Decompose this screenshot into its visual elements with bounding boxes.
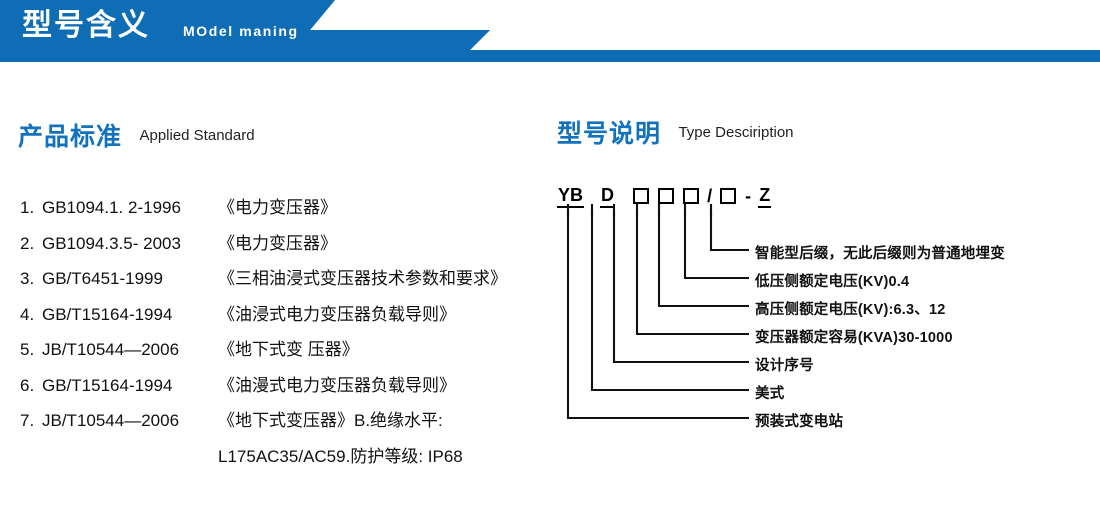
standard-title: 《电力变压器》	[218, 233, 337, 253]
callout-leader-lines	[566, 203, 750, 420]
leader-line-1	[709, 210, 750, 252]
banner-notch-b	[310, 30, 490, 50]
standard-code: GB1094.3.5- 2003	[42, 233, 181, 253]
standard-item: 4. GB/T15164-1994 《油浸式电力变压器负载导则》	[20, 297, 550, 333]
banner-underbar	[0, 50, 1100, 62]
standard-item: 5. JB/T10544—2006 《地下式变 压器》	[20, 332, 550, 368]
standard-index: 4.	[20, 304, 35, 324]
callout-label: 智能型后缀，无此后缀则为普通地埋变	[755, 246, 1005, 262]
callout-label: 美式	[755, 386, 785, 402]
section-heading-type-description: 型号说明 Type Desciription	[557, 114, 794, 150]
banner-notch-a	[310, 0, 335, 30]
callout-label: 设计序号	[755, 358, 814, 374]
standard-title: 《油浸式电力变压器负载导则》	[218, 304, 456, 324]
standard-code: GB/T15164-1994	[42, 304, 173, 324]
standard-index: 2.	[20, 233, 35, 253]
callout-label: 变压器额定容易(KVA)30-1000	[755, 330, 953, 346]
banner-shape	[0, 0, 1100, 62]
banner-left-block	[0, 0, 310, 50]
standard-item: 7. JB/T10544—2006 《地下式变压器》B.绝缘水平:	[20, 403, 550, 439]
standard-code: GB/T6451-1999	[42, 269, 163, 288]
type-designation-diagram: YB D / - Z	[545, 185, 1090, 435]
leader-line-4	[635, 210, 750, 336]
section-heading-en: Applied Standard	[139, 126, 255, 144]
callout-label: 高压侧额定电压(KV):6.3、12	[755, 302, 946, 318]
model-code-box-1	[633, 187, 650, 204]
standard-index: 5.	[20, 340, 35, 359]
standard-code: JB/T10544—2006	[42, 411, 180, 430]
model-code-slash: /	[707, 186, 713, 206]
callout-label: 预装式变电站	[755, 414, 844, 430]
model-code-suffix: Z	[758, 185, 772, 208]
model-code-dash: -	[745, 186, 752, 206]
standard-title: 《三相油浸式变压器技术参数和要求》	[218, 269, 507, 288]
leader-line-2	[683, 210, 750, 280]
section-heading-applied-standard: 产品标准 Applied Standard	[18, 117, 255, 153]
leader-line-5	[612, 210, 750, 364]
model-code-box-4	[720, 187, 737, 204]
standard-index: 7.	[20, 411, 35, 430]
model-code-part1: YB	[557, 185, 585, 208]
standard-code: JB/T10544—2006	[42, 340, 180, 359]
section-heading-cn: 型号说明	[557, 120, 662, 148]
applied-standards-list: 1. GB1094.1. 2-1996 《电力变压器》 2. GB1094.3.5- 2…	[20, 190, 550, 474]
standard-index: 6.	[20, 375, 35, 395]
standard-continuation: L175AC35/AC59.防护等级: IP68	[218, 446, 463, 466]
leader-line-3	[657, 210, 750, 308]
standard-item: 6. GB/T15164-1994 《油漫式电力变压器负载导则》	[20, 368, 550, 404]
model-code-part2: D	[600, 185, 616, 208]
standard-item: 3. GB/T6451-1999 《三相油浸式变压器技术参数和要求》	[20, 261, 550, 297]
standard-index: 3.	[20, 269, 35, 288]
section-heading-cn: 产品标准	[18, 123, 123, 151]
standard-title: 《油漫式电力变压器负载导则》	[218, 375, 456, 395]
standard-title: 《地下式变 压器》	[218, 340, 359, 359]
standard-code: GB1094.1. 2-1996	[42, 198, 181, 217]
standard-title: 《地下式变压器》B.绝缘水平:	[218, 411, 443, 430]
leader-line-6	[590, 210, 750, 392]
standard-index: 1.	[20, 198, 35, 217]
standard-code: GB/T15164-1994	[42, 375, 173, 395]
standard-title: 《电力变压器》	[218, 198, 337, 217]
model-code-box-3	[683, 187, 700, 204]
model-code-string: YB D / - Z	[557, 185, 772, 208]
section-heading-en: Type Desciription	[678, 123, 794, 141]
standard-item: 1. GB1094.1. 2-1996 《电力变压器》	[20, 190, 550, 226]
banner-title: 型号含义	[22, 9, 150, 42]
callout-label: 低压侧额定电压(KV)0.4	[755, 274, 910, 290]
leader-line-7	[566, 210, 750, 420]
model-code-box-2	[658, 187, 675, 204]
page-banner: 型号含义 MOdel maning	[0, 0, 1100, 62]
standard-item: 2. GB1094.3.5- 2003 《电力变压器》	[20, 226, 550, 262]
banner-subtitle: MOdel maning	[183, 23, 299, 39]
